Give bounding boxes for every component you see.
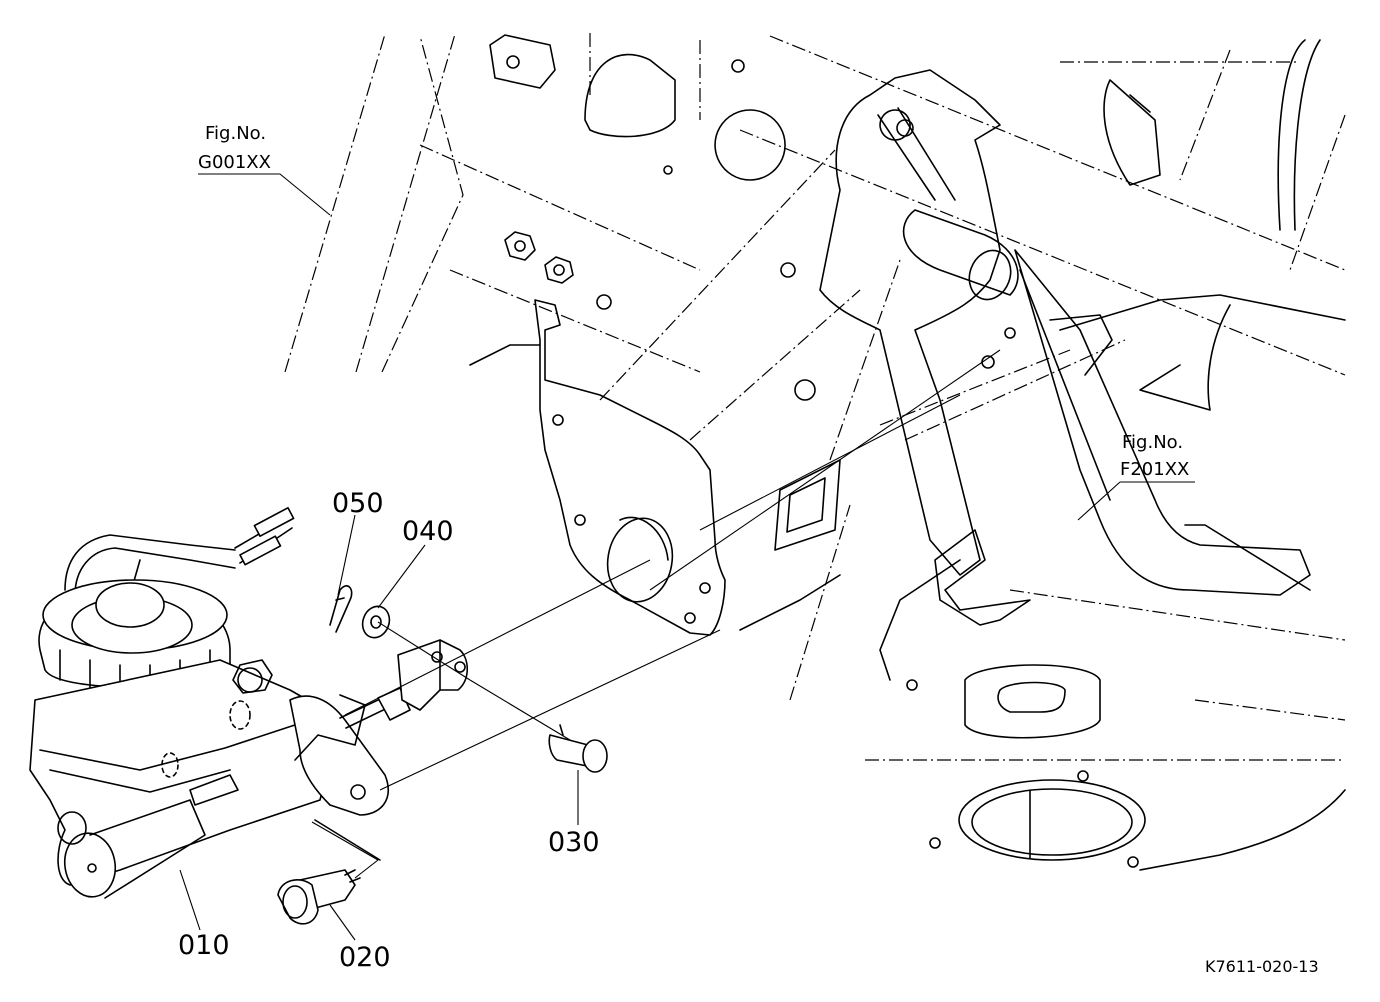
part-010-master-cylinder	[29, 506, 401, 899]
figure-ref-label: Fig.No.	[1122, 432, 1183, 453]
mounting-plate	[469, 299, 841, 636]
part-040-washer	[361, 605, 391, 639]
leader-lines	[179, 173, 1195, 941]
part-clevis	[377, 639, 469, 721]
frame-phantom-lines	[284, 30, 1346, 761]
part-label-040: 040	[402, 516, 454, 547]
center-lines	[311, 349, 1001, 879]
part-label-020: 020	[339, 942, 391, 973]
figure-ref-f201xx: Fig.No. F201XX	[1120, 432, 1189, 480]
part-label-030: 030	[548, 827, 600, 858]
part-label-050: 050	[332, 488, 384, 519]
figure-ref-label: Fig.No.	[205, 123, 266, 144]
part-050-cotter-pin	[329, 585, 353, 633]
figure-ref-g001xx: Fig.No. G001XX	[198, 123, 271, 173]
main-frame	[489, 34, 1346, 871]
part-020-bolt	[277, 869, 361, 925]
figure-ref-number: F201XX	[1120, 459, 1189, 480]
part-030-clevis-pin	[548, 724, 608, 773]
drawing-code: K7611-020-13	[1205, 957, 1319, 976]
part-label-010: 010	[178, 930, 230, 961]
figure-ref-number: G001XX	[198, 152, 271, 173]
